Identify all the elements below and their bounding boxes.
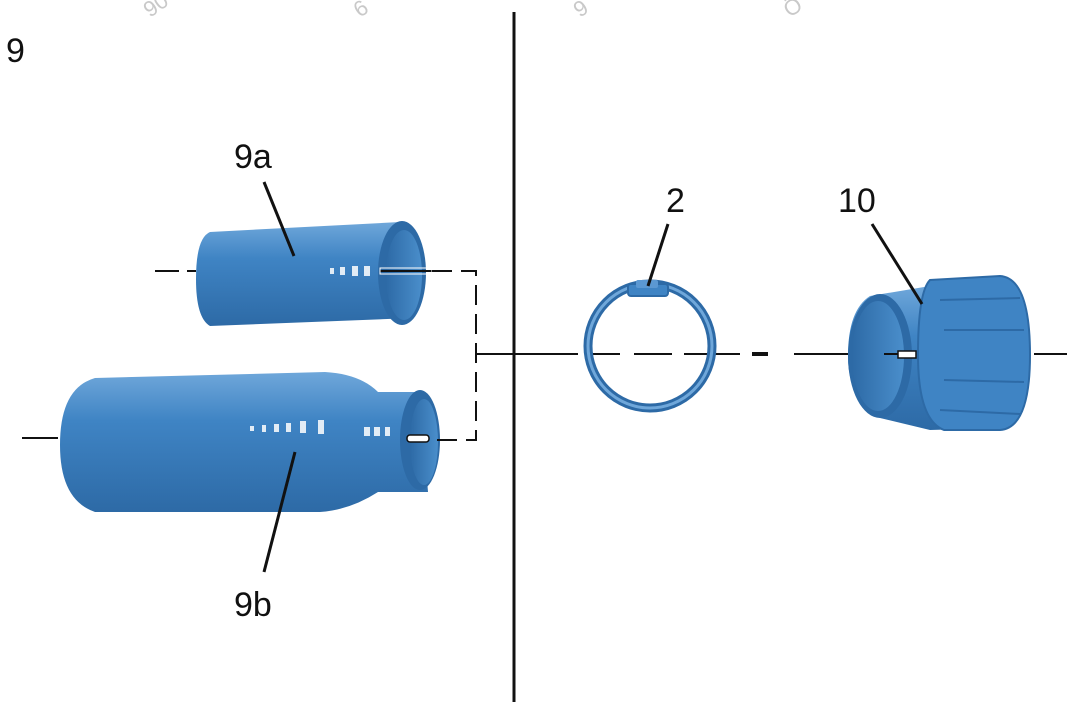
part-9a-tube: [155, 221, 433, 326]
label-9a: 9a: [234, 138, 272, 176]
connection-dashed-line: [432, 270, 514, 441]
part-2-hose-clamp: [583, 279, 717, 413]
svg-text:90: 90: [139, 0, 173, 22]
svg-text:6: 6: [349, 0, 373, 22]
part-9b-tube: [22, 372, 440, 512]
part-10-coupling: [848, 274, 1032, 431]
leader-line-9a: [262, 181, 296, 257]
label-10: 10: [838, 182, 876, 220]
watermark-fragments: 90 6 9 Ö: [139, 0, 807, 22]
svg-text:Ö: Ö: [779, 0, 807, 22]
label-9b: 9b: [234, 586, 272, 624]
label-2: 2: [666, 182, 685, 220]
leader-line-10: [870, 223, 924, 305]
leader-line-9b: [262, 451, 297, 573]
leader-lines: [262, 181, 924, 573]
leader-line-2: [646, 223, 670, 287]
svg-text:9: 9: [569, 0, 593, 22]
figure-number: 9: [6, 32, 25, 70]
